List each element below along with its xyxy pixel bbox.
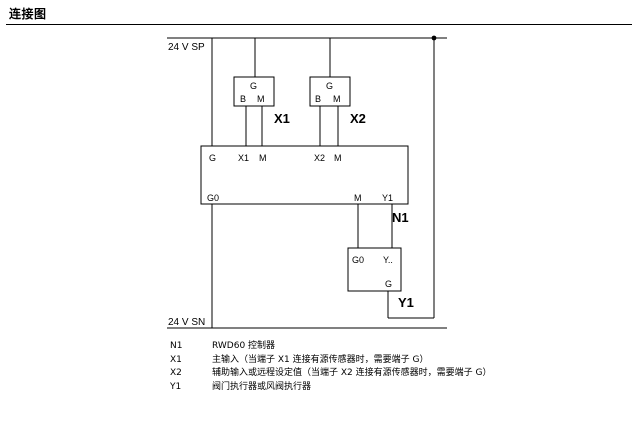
sensor-x2-g: G — [326, 81, 333, 91]
page-title: 连接图 — [9, 7, 47, 21]
title-rule — [6, 24, 632, 25]
legend-text: RWD60 控制器 — [212, 341, 276, 351]
legend-code: Y1 — [170, 381, 182, 392]
wiring-diagram: 24 V SP 24 V SN G B M X1 G B M X2 G X1 M… — [167, 35, 447, 329]
controller-name: N1 — [392, 210, 409, 225]
legend-row: X1 主输入（当端子 X1 连接有源传感器时，需要端子 G） — [170, 354, 491, 368]
legend-text: 辅助输入或远程设定值（当端子 X2 连接有源传感器时，需要端子 G） — [212, 368, 492, 378]
controller-g: G — [209, 153, 216, 163]
controller-g0: G0 — [207, 193, 219, 203]
controller-x1: X1 — [238, 153, 249, 163]
actuator-box — [347, 247, 402, 292]
legend: N1 RWD60 控制器 X1 主输入（当端子 X1 连接有源传感器时，需要端子… — [170, 340, 491, 394]
sensor-x2-box — [309, 76, 351, 107]
sensor-x1-g: G — [250, 81, 257, 91]
actuator-g: G — [385, 279, 392, 289]
legend-row: N1 RWD60 控制器 — [170, 340, 491, 354]
sensor-x1-name: X1 — [274, 111, 290, 126]
junction-dot — [431, 35, 437, 41]
sensor-x1-box — [233, 76, 275, 107]
controller-y1: Y1 — [382, 193, 393, 203]
sensor-x2-m: M — [333, 94, 341, 104]
actuator-y: Y.. — [383, 255, 393, 265]
sensor-x1-m: M — [257, 94, 265, 104]
legend-text: 阀门执行器或风阀执行器 — [212, 381, 312, 392]
legend-text: 主输入（当端子 X1 连接有源传感器时，需要端子 G） — [212, 354, 429, 365]
controller-m1: M — [259, 153, 267, 163]
sensor-x2-b: B — [315, 94, 321, 104]
rail-sn-label: 24 V SN — [168, 317, 205, 328]
legend-row: Y1 阀门执行器或风阀执行器 — [170, 381, 491, 395]
actuator-name: Y1 — [398, 295, 414, 310]
controller-box — [200, 145, 409, 205]
controller-m3: M — [354, 193, 362, 203]
legend-code: N1 — [170, 341, 183, 351]
actuator-g0: G0 — [352, 255, 364, 265]
legend-code: X1 — [170, 354, 182, 365]
legend-code: X2 — [170, 368, 182, 378]
legend-row: X2 辅助输入或远程设定值（当端子 X2 连接有源传感器时，需要端子 G） — [170, 367, 491, 381]
sensor-x2-name: X2 — [350, 111, 366, 126]
controller-m2: M — [334, 153, 342, 163]
sensor-x1-b: B — [240, 94, 246, 104]
rail-sp-label: 24 V SP — [168, 42, 205, 53]
controller-x2: X2 — [314, 153, 325, 163]
